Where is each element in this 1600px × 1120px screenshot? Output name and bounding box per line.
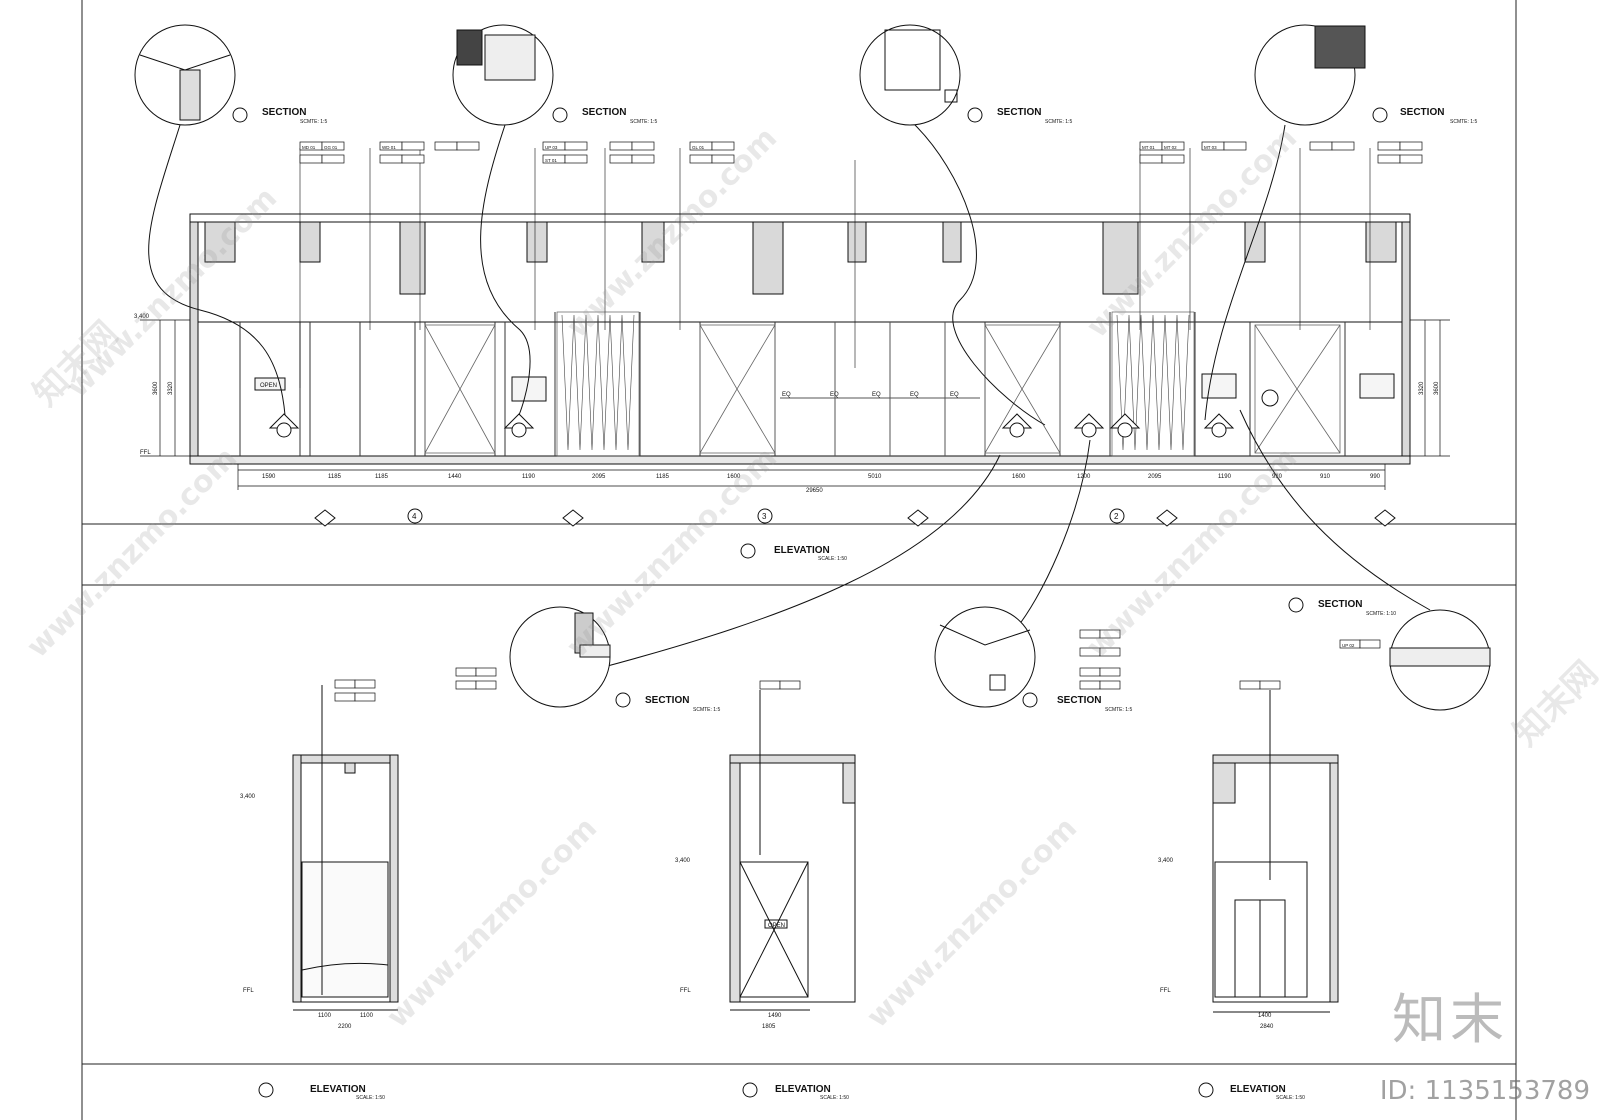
callout-leaders — [148, 124, 1431, 669]
detail-bubbles-bottom — [509, 606, 1491, 711]
elevation-scale-b: SCALE: 1:50 — [356, 1095, 385, 1101]
elevation-title-d: ELEVATION — [1230, 1084, 1286, 1095]
elevation-scale-d: SCALE: 1:50 — [1276, 1095, 1305, 1101]
eq-1: EQ — [830, 392, 839, 398]
dim-11: 2095 — [1148, 474, 1162, 480]
section-title-3: SECTION — [997, 107, 1041, 118]
grid-2: 2 — [1114, 512, 1119, 521]
tag-text-2: WD 01 — [382, 145, 396, 150]
elevation-title-c: ELEVATION — [775, 1084, 831, 1095]
section-title-6: SECTION — [1057, 695, 1101, 706]
elev-d-dim-0: 1400 — [1258, 1013, 1272, 1019]
ffl-label-main: FFL — [140, 450, 151, 456]
section-title-5: SECTION — [645, 695, 689, 706]
section-title-4: SECTION — [1400, 107, 1444, 118]
tag-text-0: MD 01 — [302, 145, 316, 150]
dim-3: 1440 — [448, 474, 462, 480]
material-tags-top — [299, 141, 1423, 164]
elev-b-dim-0: 1100 — [318, 1013, 332, 1019]
ffl-label-b: FFL — [243, 988, 254, 994]
title-symbols — [232, 107, 1388, 1098]
section-title-1: SECTION — [262, 107, 306, 118]
ffl-label-d: FFL — [1160, 988, 1171, 994]
elevation-c — [729, 690, 856, 1011]
eq-0: EQ — [782, 392, 791, 398]
id-label: ID: 1135153789 — [1379, 1076, 1590, 1106]
section-scale-3: SCMTE: 1:5 — [1045, 119, 1072, 125]
elevation-d — [1212, 690, 1339, 1013]
level-label-b: 3,400 — [240, 794, 256, 800]
tag-text-3: ST 01 — [545, 158, 557, 163]
elevation-scale-main: SCALE: 1:50 — [818, 556, 847, 562]
level-label-d: 3,400 — [1158, 858, 1174, 864]
section-scale-2: SCMTE: 1:5 — [630, 119, 657, 125]
ffl-label-c: FFL — [680, 988, 691, 994]
brand-logo: 知末 — [1392, 988, 1508, 1051]
height-3320-r: 3320 — [1419, 381, 1425, 395]
elevation-scale-c: SCALE: 1:50 — [820, 1095, 849, 1101]
section-scale-6: SCMTE: 1:5 — [1105, 707, 1132, 713]
eq-2: EQ — [872, 392, 881, 398]
tag-text-4: UP 03 — [545, 145, 558, 150]
tag-text-9: UP 02 — [1342, 643, 1355, 648]
level-label-c: 3,400 — [675, 858, 691, 864]
elevation-b — [292, 685, 399, 1011]
tag-text-6: MT 02 — [1164, 145, 1177, 150]
dim-13: 910 — [1272, 474, 1283, 480]
dim-4: 1190 — [522, 474, 536, 480]
section-title-2: SECTION — [582, 107, 626, 118]
height-3600-l: 3600 — [153, 381, 159, 395]
open-label-main: OPEN — [260, 383, 277, 389]
section-scale-5: SCMTE: 1:5 — [693, 707, 720, 713]
height-3600-r: 3600 — [1434, 381, 1440, 395]
section-scale-4: SCMTE: 1:5 — [1450, 119, 1477, 125]
level-label-main: 3,400 — [134, 314, 150, 320]
dim-12: 1190 — [1218, 474, 1232, 480]
dim-5: 2095 — [592, 474, 606, 480]
eq-3: EQ — [910, 392, 919, 398]
elev-d-dim-1: 2840 — [1260, 1024, 1274, 1030]
material-tags-bottom — [334, 629, 1381, 702]
sheet-labels: SECTION SCMTE: 1:5 SECTION SCMTE: 1:5 SE… — [134, 107, 1477, 1101]
grid-3: 3 — [762, 512, 767, 521]
elevation-title-b: ELEVATION — [310, 1084, 366, 1095]
height-3320-l: 3320 — [168, 381, 174, 395]
elev-b-dim-2: 2200 — [338, 1024, 352, 1030]
dim-15: 990 — [1370, 474, 1381, 480]
dim-14: 910 — [1320, 474, 1331, 480]
open-label-c: OPEN — [768, 923, 785, 929]
main-elevation — [140, 148, 1450, 527]
tag-text-7: MT 03 — [1204, 145, 1217, 150]
detail-bubbles-top — [134, 24, 1366, 126]
dim-2: 1185 — [375, 474, 389, 480]
dim-9: 1600 — [1012, 474, 1026, 480]
elevation-title-main: ELEVATION — [774, 545, 830, 556]
elev-c-dim-1: 1805 — [762, 1024, 776, 1030]
dim-7: 1600 — [727, 474, 741, 480]
section-scale-1: SCMTE: 1:5 — [300, 119, 327, 125]
grid-4: 4 — [412, 512, 417, 521]
tag-text-5: MT 01 — [1142, 145, 1155, 150]
tag-text-8: GL 01 — [692, 145, 705, 150]
dim-1: 1185 — [328, 474, 342, 480]
elev-b-dim-1: 1100 — [360, 1013, 374, 1019]
total-length: 29650 — [806, 488, 823, 494]
elev-c-dim-0: 1490 — [768, 1013, 782, 1019]
eq-4: EQ — [950, 392, 959, 398]
section-title-7: SECTION — [1318, 599, 1362, 610]
dim-8: 5010 — [868, 474, 882, 480]
dim-0: 1590 — [262, 474, 276, 480]
dim-6: 1185 — [656, 474, 670, 480]
dim-10: 1200 — [1077, 474, 1091, 480]
tag-text-1: GG 01 — [324, 145, 338, 150]
section-scale-7: SCMTE: 1:10 — [1366, 611, 1396, 617]
